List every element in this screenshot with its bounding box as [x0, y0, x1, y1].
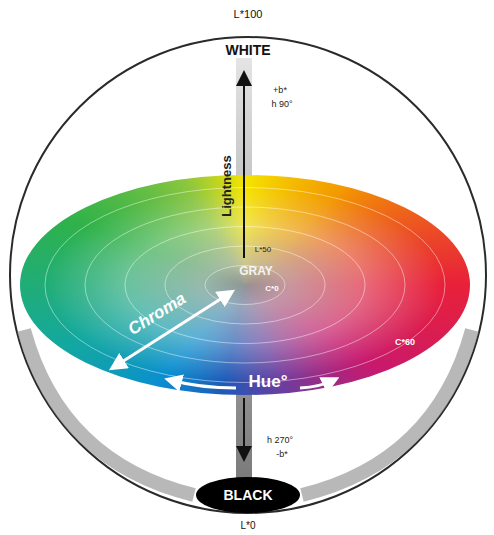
hue-arrow: [300, 380, 334, 388]
axis-label: Hue°: [249, 372, 288, 392]
down-arrow: [243, 398, 245, 458]
scale-value: L*50: [255, 245, 271, 254]
pole-label: WHITE: [225, 42, 270, 58]
hue-angle: h 270°: [267, 435, 293, 445]
center-label: GRAY: [239, 265, 273, 279]
scale-value: C*0: [265, 284, 278, 293]
pole-label: BLACK: [196, 487, 300, 503]
axis-value: -b*: [276, 449, 288, 459]
scale-value: C*60: [395, 337, 415, 347]
axis-label: Lightness: [220, 155, 235, 216]
scale-value: L*100: [234, 8, 263, 21]
axis-value: +b*: [273, 85, 287, 95]
sphere-circle: [10, 37, 486, 513]
hue-arrow: [170, 380, 236, 388]
lightness-arrow: [243, 74, 245, 258]
pole-ellipse: BLACK: [196, 477, 300, 513]
scale-value: L*0: [240, 520, 255, 532]
hue-angle: h 90°: [271, 99, 292, 109]
